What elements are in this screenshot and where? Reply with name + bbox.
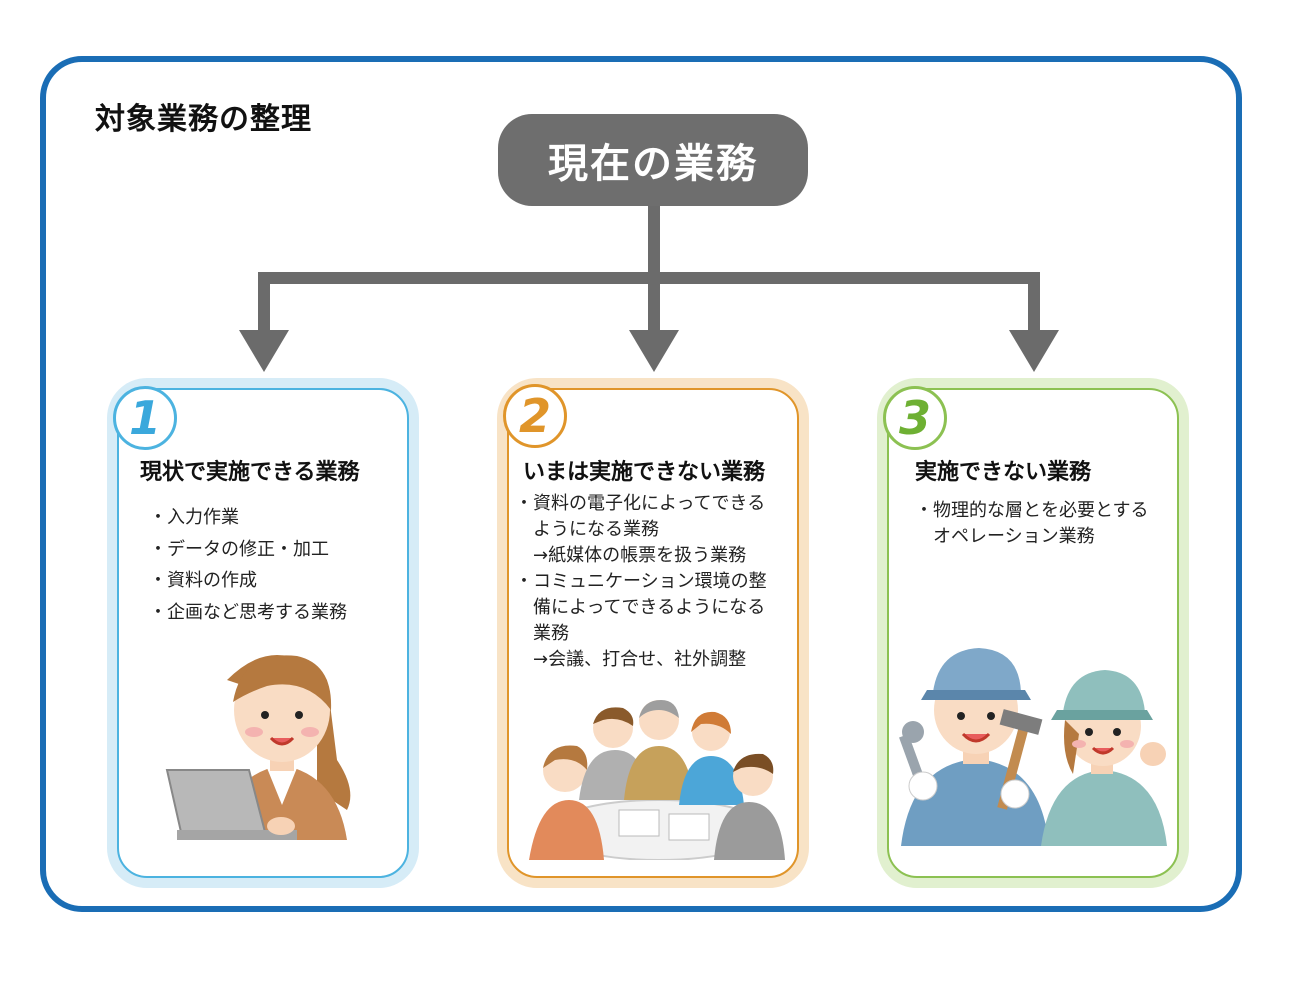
list-item: ・コミュニケーション環境の整	[515, 571, 767, 592]
arrowhead-3	[1009, 330, 1059, 372]
list-item: オペレーション業務	[915, 526, 1095, 547]
list-item: →会議、打合せ、社外調整	[515, 649, 747, 670]
card-current-doable: 1 現状で実施できる業務 ・入力作業 ・データの修正・加工 ・資料の作成 ・企画…	[107, 378, 419, 888]
card-3-list: ・物理的な層とを必要とする オペレーション業務	[915, 498, 1148, 550]
card-1-number-badge: 1	[113, 386, 177, 450]
list-item: ようになる業務	[515, 519, 659, 540]
list-item: ・物理的な層とを必要とする	[915, 500, 1149, 521]
office-worker-illustration	[165, 655, 351, 840]
list-item: ・資料の作成	[149, 570, 257, 591]
card-2-title: いまは実施できない業務	[523, 460, 766, 485]
connector-stem	[648, 204, 660, 284]
card-1-list: ・入力作業 ・データの修正・加工 ・資料の作成 ・企画など思考する業務	[149, 502, 347, 628]
card-2-number-badge: 2	[503, 384, 567, 448]
root-node: 現在の業務	[498, 114, 808, 206]
card-not-doable: 3 実施できない業務 ・物理的な層とを必要とする オペレーション業務	[877, 378, 1189, 888]
arrowhead-2	[629, 330, 679, 372]
meeting-illustration	[529, 700, 785, 860]
list-item: ・入力作業	[149, 507, 239, 528]
connector-drop-1	[258, 272, 270, 334]
list-item: 業務	[515, 623, 569, 644]
list-item: →紙媒体の帳票を扱う業務	[515, 545, 747, 566]
frame-title: 対象業務の整理	[95, 102, 312, 137]
connector-drop-3	[1028, 272, 1040, 334]
arrowhead-1	[239, 330, 289, 372]
list-item: ・データの修正・加工	[149, 538, 329, 560]
list-item: ・資料の電子化によってできる	[515, 493, 766, 514]
list-item: 備によってできるようになる	[515, 597, 766, 618]
card-2-list: ・資料の電子化によってできる ようになる業務 →紙媒体の帳票を扱う業務 ・コミュ…	[515, 491, 767, 673]
card-not-yet-doable: 2 いまは実施できない業務 ・資料の電子化によってできる ようになる業務 →紙媒…	[497, 378, 809, 888]
card-3-number-badge: 3	[883, 386, 947, 450]
card-3-title: 実施できない業務	[915, 460, 1092, 485]
workers-illustration	[899, 648, 1167, 846]
list-item: ・企画など思考する業務	[149, 601, 347, 623]
connector-drop-2	[648, 272, 660, 334]
card-1-title: 現状で実施できる業務	[140, 460, 360, 485]
